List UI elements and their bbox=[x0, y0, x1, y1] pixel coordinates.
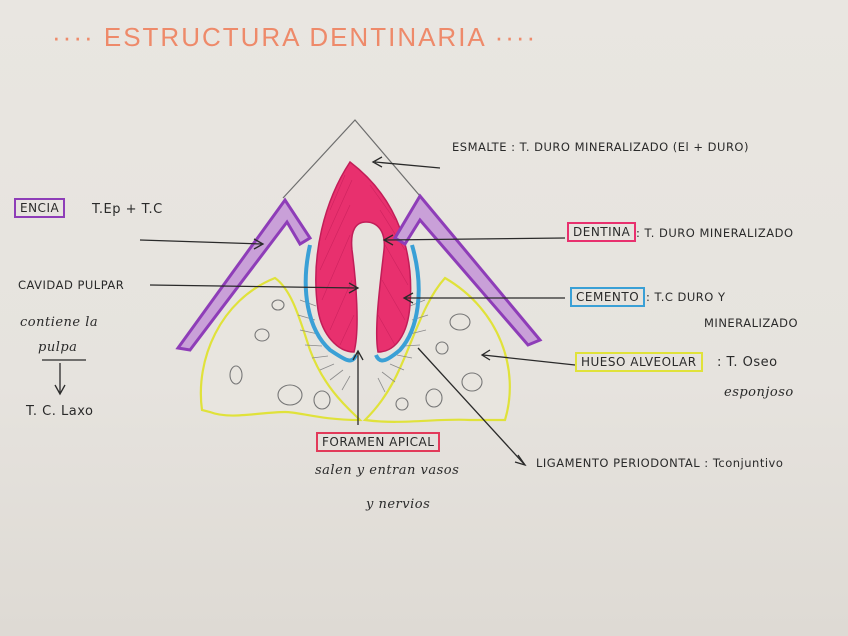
foramen-description-2: y nervios bbox=[366, 497, 431, 512]
bone-right bbox=[362, 276, 511, 423]
bone-left bbox=[199, 276, 363, 422]
hueso-description-2: esponjoso bbox=[724, 385, 794, 400]
cemento-box: CEMENTO bbox=[570, 287, 646, 307]
dentin-hatching bbox=[319, 174, 409, 346]
tc-laxo-label: T. C. Laxo bbox=[26, 404, 94, 419]
cementum-layer bbox=[303, 244, 421, 363]
page-title: ···· ESTRUCTURA DENTINARIA ···· bbox=[52, 22, 538, 52]
encia-description: T.Ep + T.C bbox=[92, 202, 163, 217]
gum-left bbox=[175, 197, 313, 352]
encia-box: ENCIA bbox=[14, 198, 66, 218]
hueso-description-1: : T. Oseo bbox=[717, 355, 778, 370]
pointer-arrows bbox=[42, 156, 576, 467]
cavidad-pulpar-label: CAVIDAD PULPAR bbox=[18, 278, 125, 292]
bone-trabeculae bbox=[229, 299, 483, 411]
dentina-box: DENTINA bbox=[567, 222, 637, 242]
cemento-description-1: : T.C DURO Y bbox=[646, 290, 726, 304]
gum-right bbox=[392, 193, 543, 347]
foramen-apical-box: FORAMEN APICAL bbox=[316, 432, 441, 452]
ligamento-periodontal-label: LIGAMENTO PERIODONTAL : Tconjuntivo bbox=[536, 456, 784, 470]
pulpa-label: pulpa bbox=[38, 340, 78, 355]
hueso-alveolar-box: HUESO ALVEOLAR bbox=[575, 352, 703, 372]
dentin-layer bbox=[315, 160, 412, 353]
dentina-description: : T. DURO MINERALIZADO bbox=[636, 226, 794, 240]
cemento-description-2: MINERALIZADO bbox=[704, 316, 799, 330]
contiene-label: contiene la bbox=[20, 315, 99, 330]
enamel-outline bbox=[282, 119, 421, 199]
foramen-description-1: salen y entran vasos bbox=[315, 463, 460, 478]
esmalte-label: ESMALTE : T. DURO MINERALIZADO (El + DUR… bbox=[452, 140, 749, 154]
